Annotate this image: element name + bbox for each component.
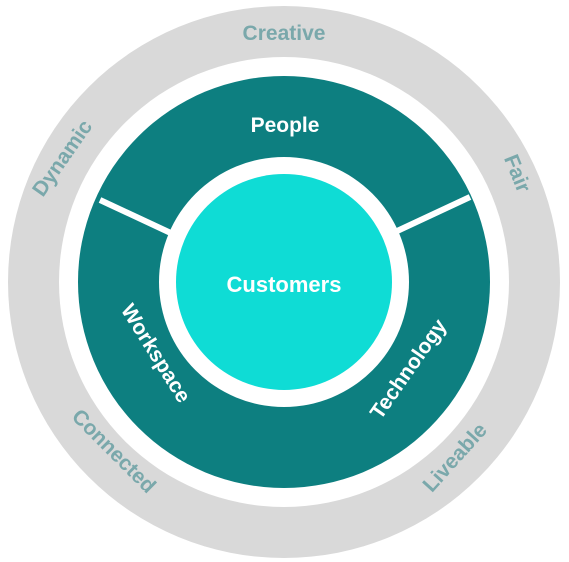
outer-label-creative: Creative <box>243 22 326 45</box>
core-circle <box>176 174 392 390</box>
segment-label-people: People <box>251 114 320 137</box>
divider-people-technology <box>393 194 472 235</box>
divider-people-workspace <box>98 197 177 238</box>
core-label: Customers <box>227 272 342 297</box>
